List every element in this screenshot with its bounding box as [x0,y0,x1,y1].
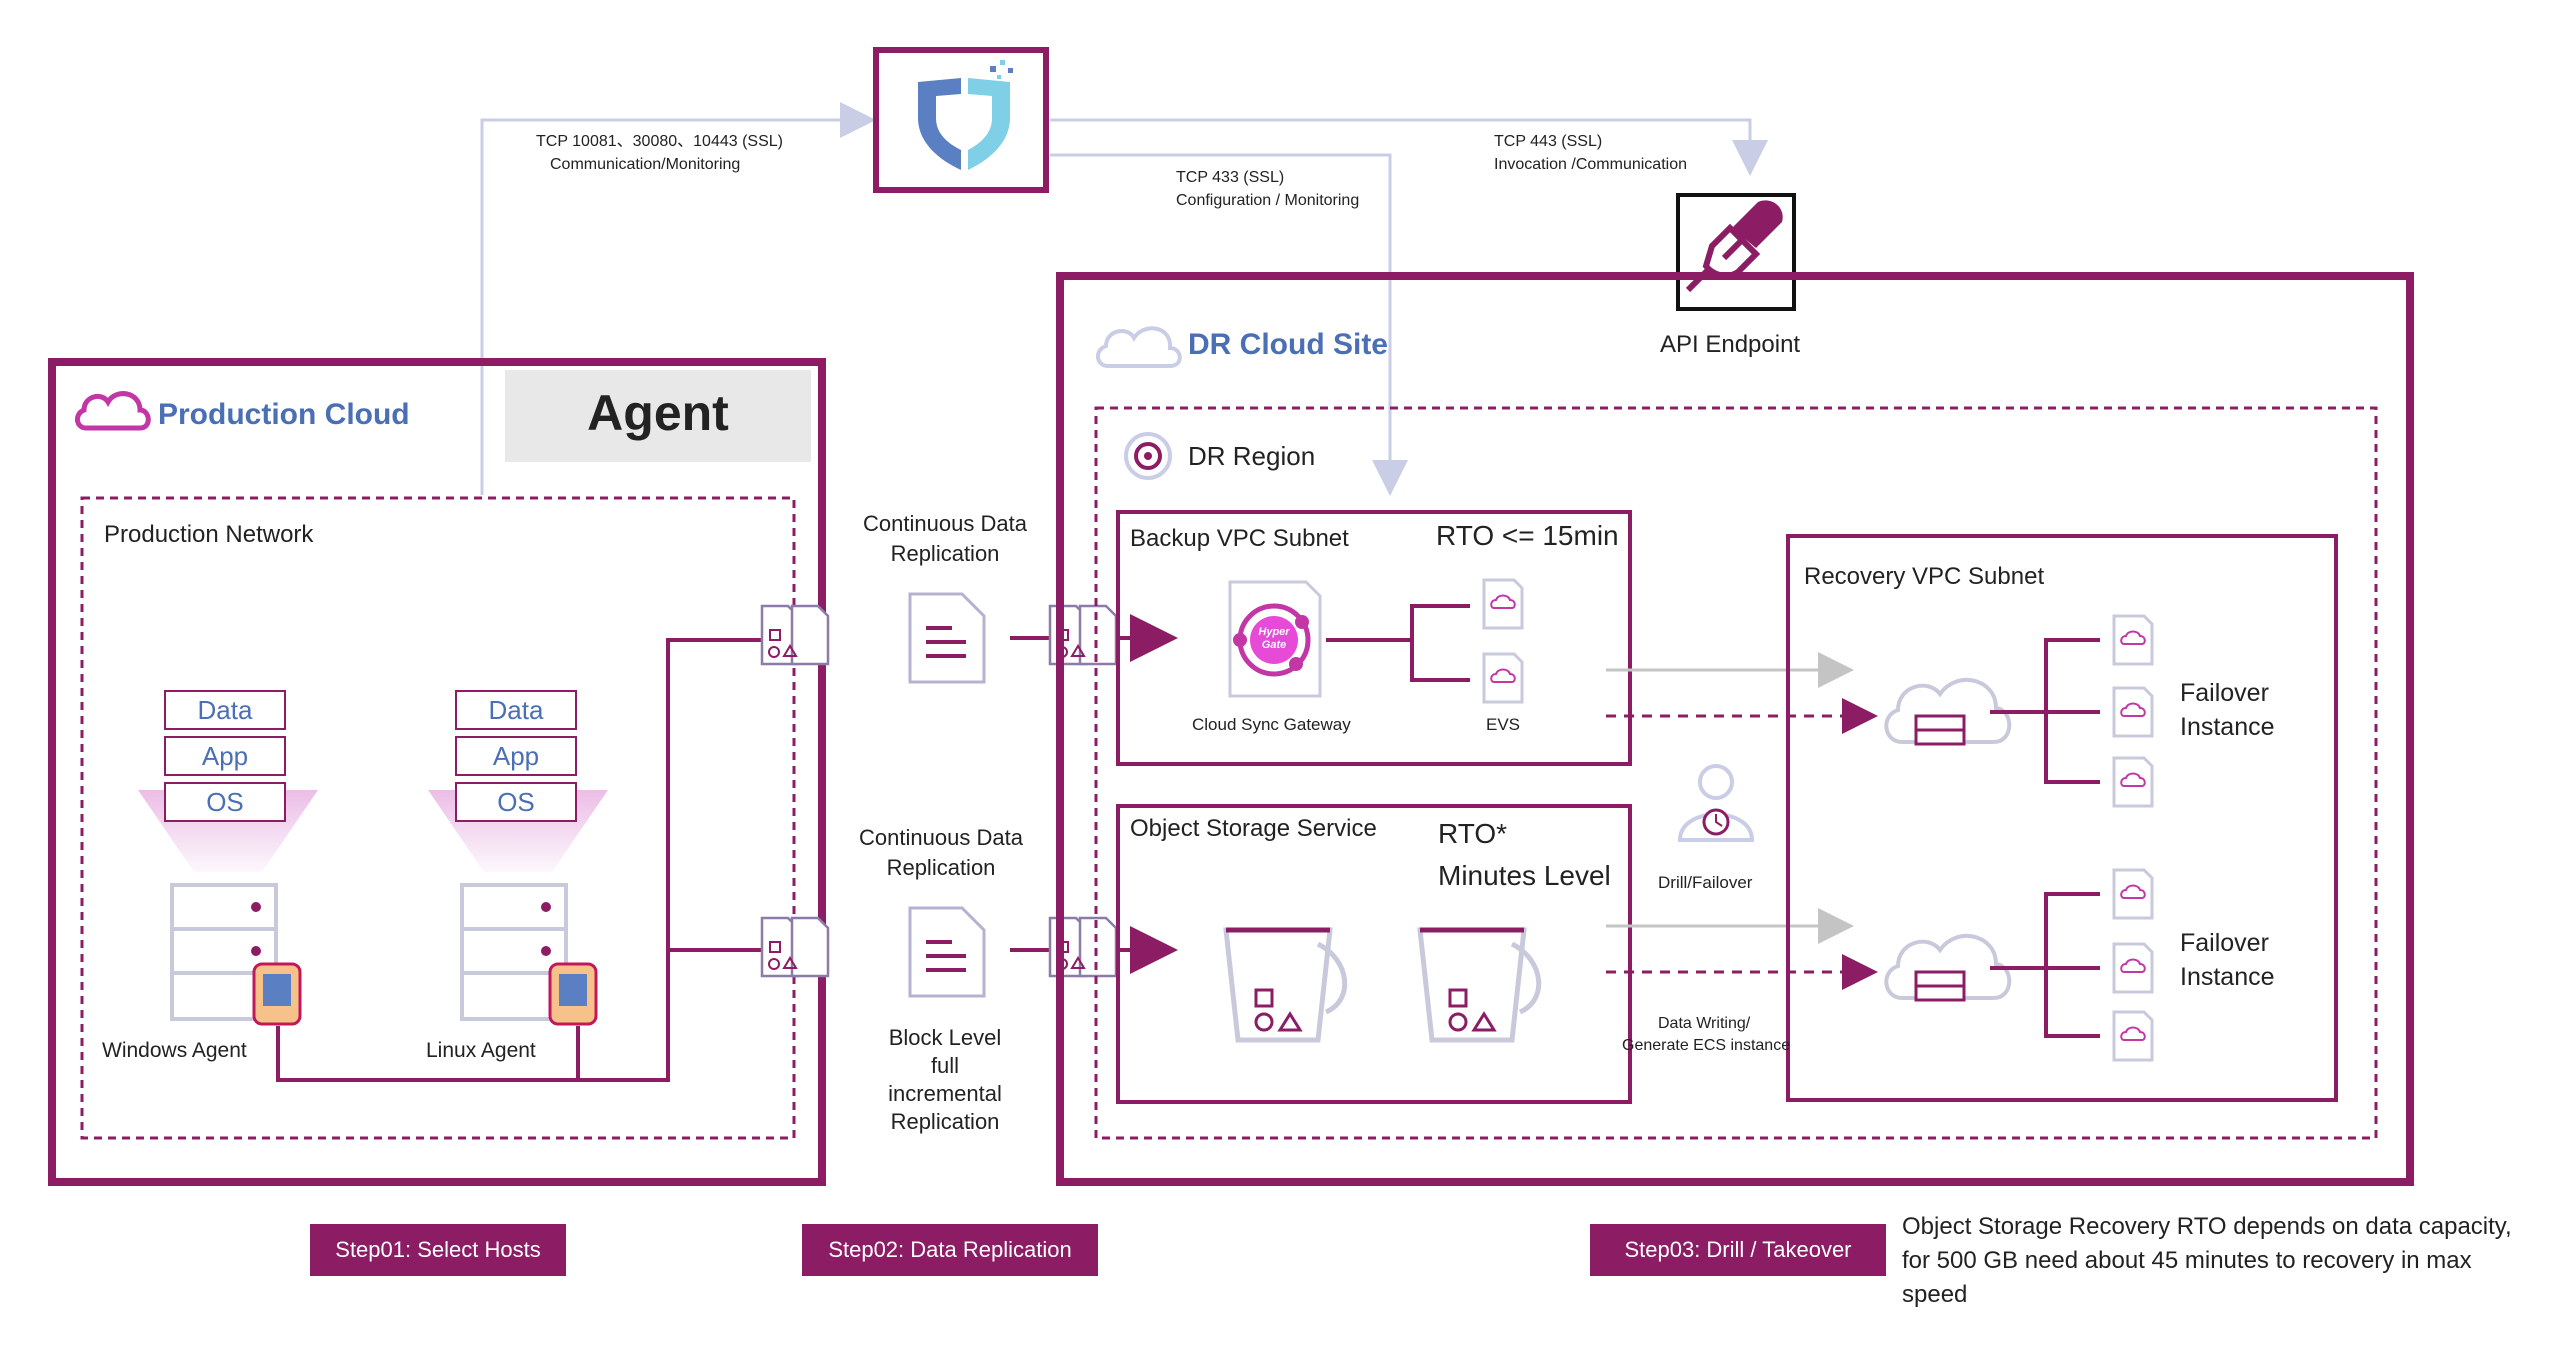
production-network-frame [80,496,796,1140]
dr-cloud-site-frame [1056,272,2414,1186]
recovery-note-line1: Object Storage Recovery RTO depends on d… [1902,1213,2512,1240]
lower-replication-label-2: Replication [886,855,996,880]
dr-region-label: DR Region [1188,441,1316,471]
dr-cloud-site-title: DR Cloud Site [1188,328,1388,361]
object-storage-label: Object Storage Service [1130,815,1377,842]
windows-stack-app: App [164,736,286,776]
failover-instance-2b: Instance [2180,963,2275,991]
linux-stack-os: OS [455,782,577,822]
recovery-note-line3: speed [1902,1281,1968,1308]
dr-region-frame [1094,406,2378,1140]
storage-bucket-icon-2 [1417,927,1542,1043]
conn-left-line1: TCP 10081、30080、10443 (SSL) [536,133,783,150]
evs-disk-icon-1 [1482,578,1524,630]
rto-object-label-1: RTO* [1438,818,1507,849]
dr-region-target-icon [1124,432,1172,480]
rto-object-label-2: Minutes Level [1438,860,1611,891]
drill-operator-icon [1677,764,1755,842]
conn-right-line1: TCP 443 (SSL) [1494,133,1603,150]
production-cloud-title: Production Cloud [158,398,410,431]
failover-arrows [1606,652,1878,990]
data-writing-label-2: Generate ECS instance [1622,1037,1791,1054]
linux-server-icon [460,883,598,1026]
failover-instance-2a: Failover [2180,929,2269,957]
block-replication-3: incremental [888,1081,1002,1106]
upper-replication-label-1: Continuous Data [863,511,1027,536]
failover-connectors [1990,638,2100,1038]
lower-replication-label-1: Continuous Data [859,825,1023,850]
drill-failover-label: Drill/Failover [1658,873,1753,892]
evs-disk-icon-2 [1482,652,1524,704]
backup-vpc-subnet-frame [1116,510,1632,766]
rto-backup-label: RTO <= 15min [1436,520,1619,551]
management-console-icon [873,47,1049,193]
failover-instance-icons [2112,614,2154,1062]
linux-stack-data: Data [455,690,577,730]
cloud-sync-gateway-label: Cloud Sync Gateway [1192,715,1351,734]
evs-connector [1326,604,1470,682]
data-writing-label-1: Data Writing/ [1658,1015,1751,1032]
agent-banner: Agent [587,385,729,441]
block-replication-1: Block Level [888,1025,1002,1050]
linux-stack-app: App [455,736,577,776]
windows-stack-data: Data [164,690,286,730]
recovery-cloud-icon-2 [1884,933,2012,1002]
step02-data-replication: Step02: Data Replication [802,1224,1098,1276]
conn-left-line2: Communication/Monitoring [550,156,741,173]
recovery-vpc-subnet-frame [1786,534,2338,1102]
backup-vpc-subnet-label: Backup VPC Subnet [1130,525,1349,552]
production-cloud-icon [75,391,151,431]
agent-banner-bg [505,370,811,462]
file-icons-upper-left [760,604,830,666]
conn-right-line2: Invocation /Communication [1494,156,1687,173]
step01-select-hosts: Step01: Select Hosts [310,1224,566,1276]
upper-replication-label-2: Replication [890,541,1000,566]
windows-agent-label: Windows Agent [102,1039,247,1062]
failover-instance-1a: Failover [2180,679,2269,707]
windows-server-icon [170,883,302,1026]
object-storage-frame [1116,804,1632,1104]
dr-cloud-icon [1096,326,1182,368]
document-icon-lower [908,906,986,998]
conn-mid-line2: Configuration / Monitoring [1176,192,1360,209]
api-endpoint-plug-icon [1676,193,1796,311]
conn-mid-line1: TCP 433 (SSL) [1176,169,1285,186]
evs-label: EVS [1486,715,1521,734]
failover-instance-1b: Instance [2180,713,2275,741]
production-network-label: Production Network [104,521,314,548]
api-endpoint-label: API Endpoint [1660,331,1801,358]
recovery-note-line2: for 500 GB need about 45 minutes to reco… [1902,1247,2472,1274]
storage-bucket-icon-1 [1223,927,1348,1043]
windows-stack-os: OS [164,782,286,822]
block-replication-2: full [930,1053,960,1078]
document-icon-upper [908,592,986,684]
production-cloud-frame [48,358,826,1186]
step03-drill-takeover: Step03: Drill / Takeover [1590,1224,1886,1276]
linux-agent-label: Linux Agent [426,1039,536,1062]
recovery-cloud-icon-1 [1884,677,2012,746]
hypergate-icon [1228,580,1322,698]
hypergate-text-2: Gate [1261,639,1287,651]
hypergate-text-1: Hyper [1258,626,1290,638]
recovery-vpc-subnet-label: Recovery VPC Subnet [1804,563,2045,590]
block-replication-4: Replication [890,1109,1000,1134]
file-icons-lower-left [760,916,830,978]
control-connections [480,102,1768,496]
